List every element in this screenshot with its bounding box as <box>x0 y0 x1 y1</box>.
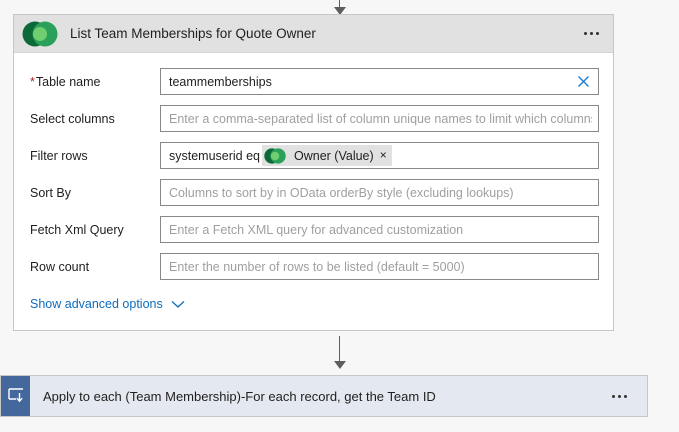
connector-arrow-middle <box>0 336 679 369</box>
required-asterisk: * <box>30 74 35 89</box>
sort-by-placeholder: Columns to sort by in OData orderBy styl… <box>169 185 514 200</box>
fetch-xml-query-placeholder: Enter a Fetch XML query for advanced cus… <box>169 222 464 237</box>
field-label-select-columns: Select columns <box>30 111 115 126</box>
connector-line <box>339 336 340 362</box>
token-label: Owner (Value) <box>294 148 374 163</box>
foreach-card-title: Apply to each (Team Membership)-For each… <box>43 388 436 404</box>
field-label-fetch-xml-query: Fetch Xml Query <box>30 222 124 237</box>
field-label-row-count: Row count <box>30 259 90 274</box>
field-row-sort-by: Sort By Columns to sort by in OData orde… <box>14 174 613 211</box>
close-icon[interactable] <box>574 73 592 91</box>
dynamic-content-token-owner-value[interactable]: Owner (Value) × <box>262 145 392 166</box>
dataverse-icon <box>264 147 286 165</box>
chevron-down-icon[interactable] <box>171 300 185 309</box>
select-columns-input[interactable]: Enter a comma-separated list of column u… <box>160 105 599 132</box>
action-card-header[interactable]: List Team Memberships for Quote Owner <box>14 15 613 53</box>
action-card-form: *Table name teammemberships Select colum… <box>14 53 613 311</box>
fetch-xml-query-input[interactable]: Enter a Fetch XML query for advanced cus… <box>160 216 599 243</box>
table-name-input[interactable]: teammemberships <box>160 68 599 95</box>
row-count-placeholder: Enter the number of rows to be listed (d… <box>169 259 465 274</box>
field-row-fetch-xml-query: Fetch Xml Query Enter a Fetch XML query … <box>14 211 613 248</box>
action-card-list-team-memberships[interactable]: List Team Memberships for Quote Owner *T… <box>13 14 614 331</box>
arrow-down-icon <box>333 7 346 15</box>
dataverse-icon <box>22 20 58 48</box>
close-icon[interactable]: × <box>379 148 387 162</box>
show-advanced-options-link[interactable]: Show advanced options <box>30 297 163 311</box>
filter-rows-value: systemuserid eq <box>169 148 261 163</box>
action-card-title: List Team Memberships for Quote Owner <box>70 26 316 41</box>
foreach-card-apply-to-each[interactable]: Apply to each (Team Membership)-For each… <box>0 375 648 417</box>
show-advanced-options-row: Show advanced options <box>14 285 613 311</box>
select-columns-placeholder: Enter a comma-separated list of column u… <box>169 111 592 126</box>
connector-arrow-top <box>0 0 679 15</box>
foreach-loop-icon <box>1 376 30 416</box>
more-options-icon[interactable] <box>608 391 631 402</box>
filter-rows-input[interactable]: systemuserid eq Owner (Value) × <box>160 142 599 169</box>
more-options-icon[interactable] <box>580 28 603 39</box>
table-name-value: teammemberships <box>169 74 272 89</box>
field-row-row-count: Row count Enter the number of rows to be… <box>14 248 613 285</box>
arrow-down-icon <box>333 361 346 369</box>
field-label-table-name: *Table name <box>30 74 101 89</box>
row-count-input[interactable]: Enter the number of rows to be listed (d… <box>160 253 599 280</box>
field-label-sort-by: Sort By <box>30 185 71 200</box>
field-row-filter-rows: Filter rows systemuserid eq Owner (Value… <box>14 137 613 174</box>
connector-line <box>339 0 340 8</box>
field-row-table-name: *Table name teammemberships <box>14 63 613 100</box>
sort-by-input[interactable]: Columns to sort by in OData orderBy styl… <box>160 179 599 206</box>
field-row-select-columns: Select columns Enter a comma-separated l… <box>14 100 613 137</box>
field-label-filter-rows: Filter rows <box>30 148 88 163</box>
